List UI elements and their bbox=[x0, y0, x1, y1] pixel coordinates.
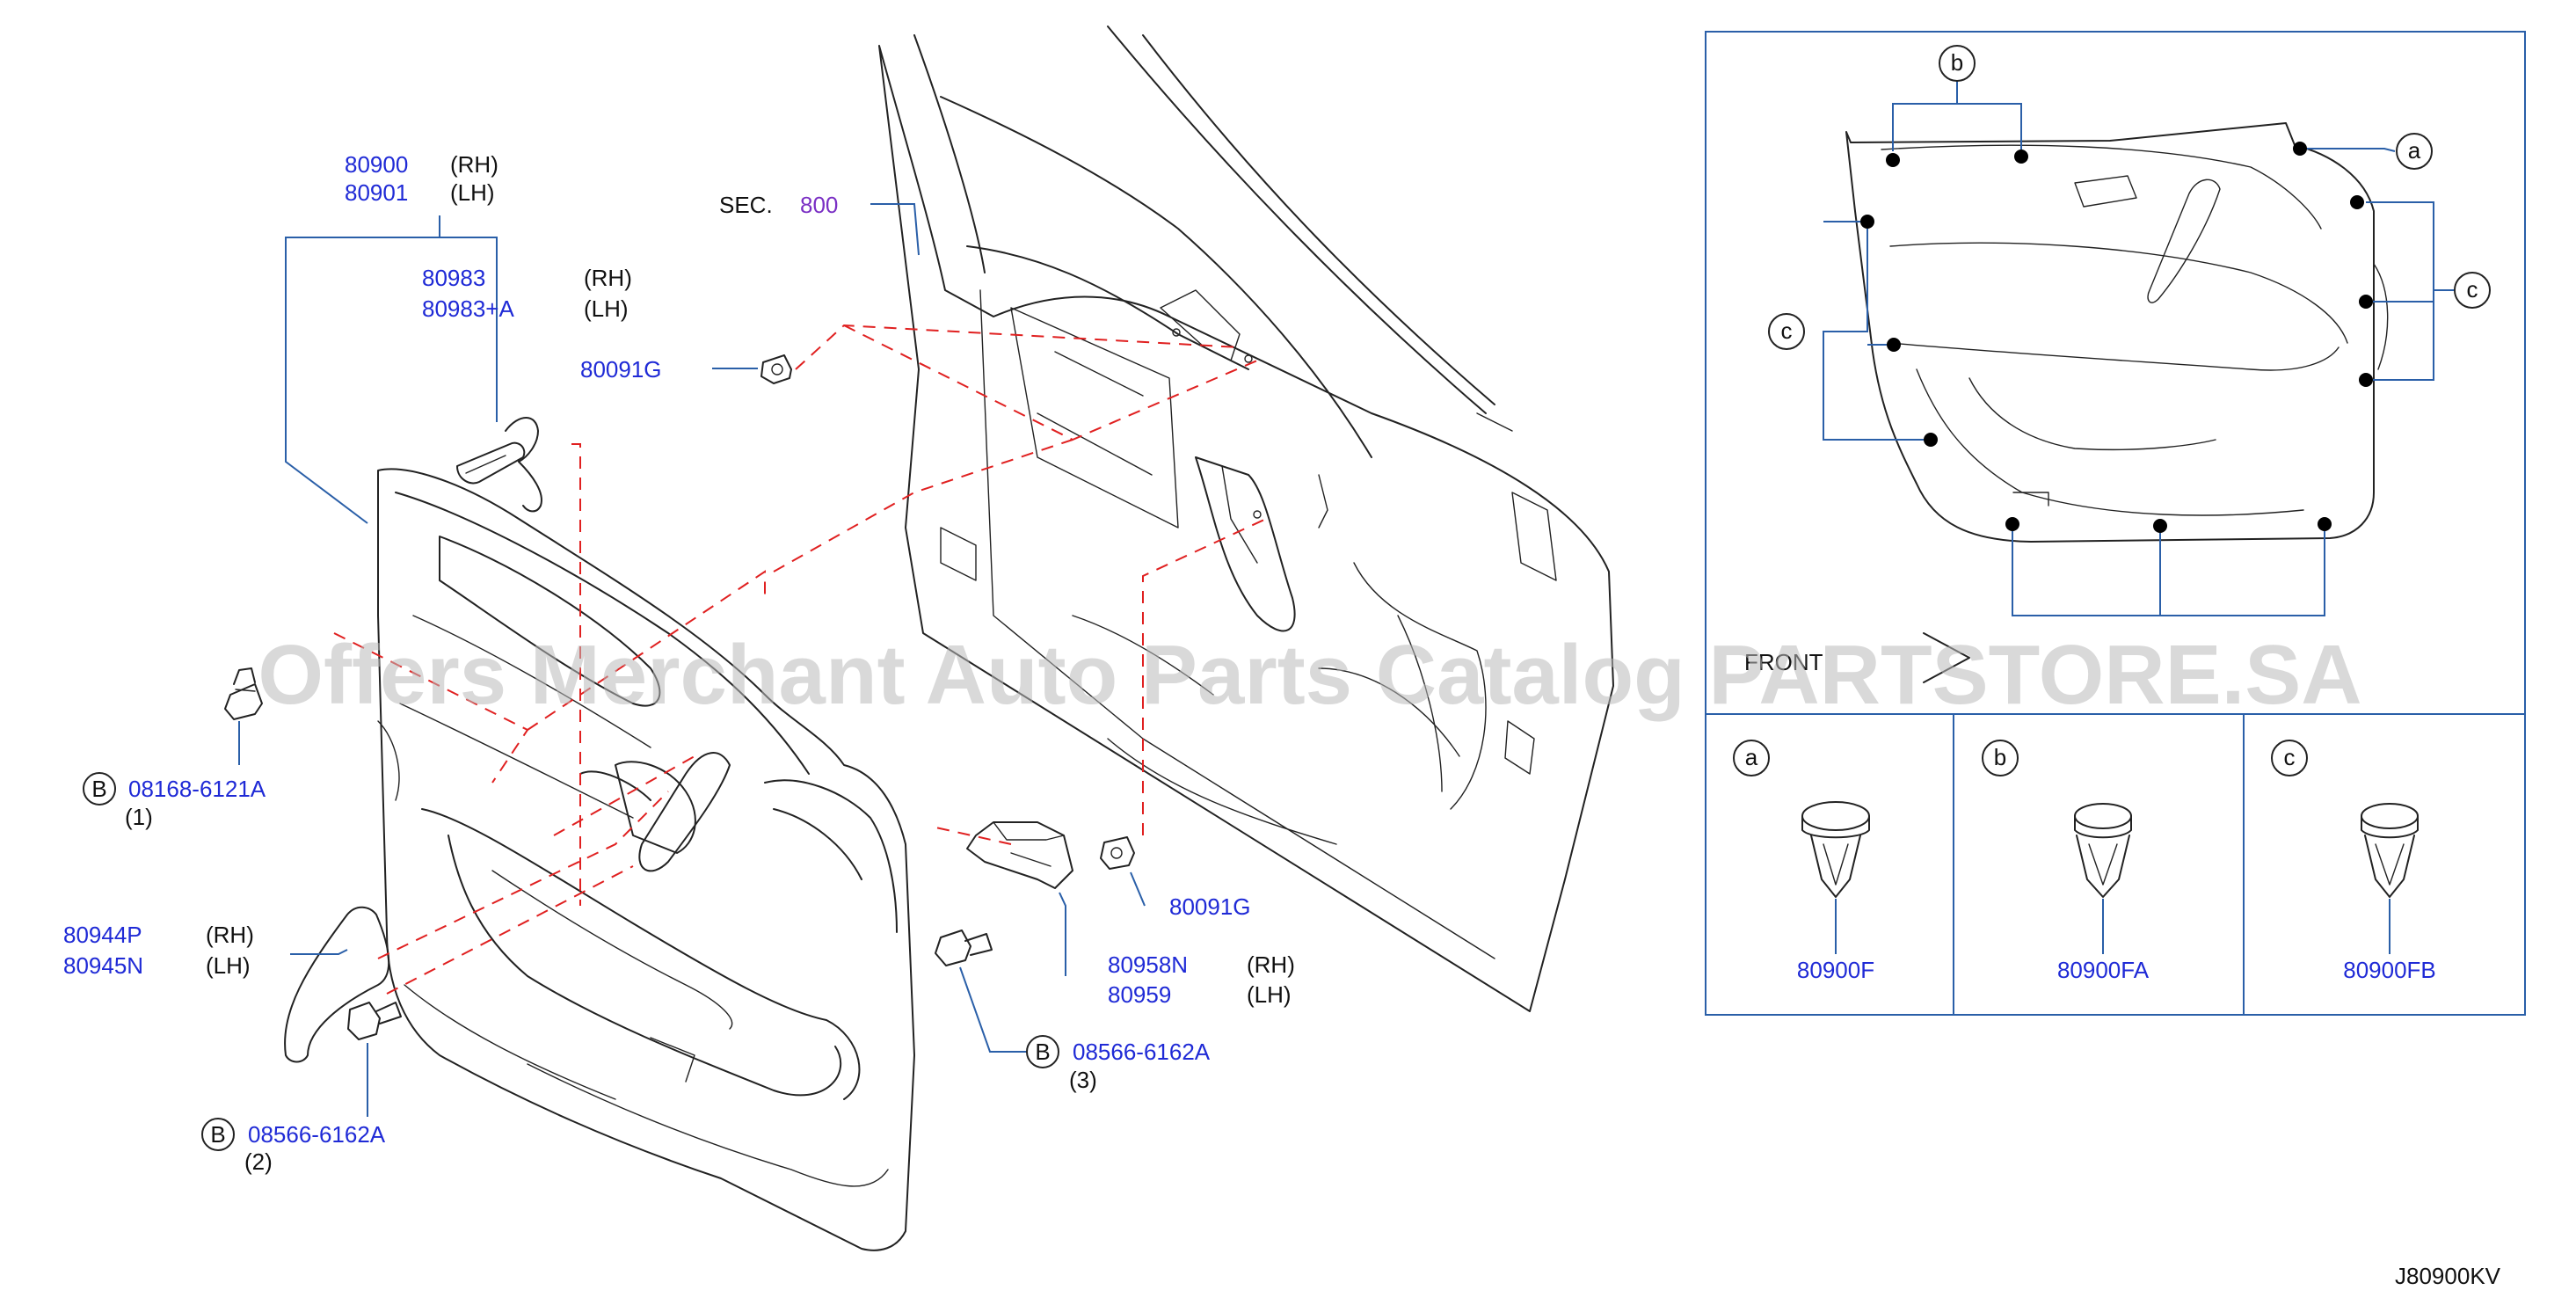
clip-cell-c: c 80900FB bbox=[2271, 740, 2436, 983]
door-handle-part bbox=[456, 417, 542, 513]
section-reference: SEC. 800 bbox=[719, 192, 838, 218]
clip-c-part-number: 80900FB bbox=[2343, 957, 2436, 983]
pull-grip-part bbox=[284, 906, 390, 1063]
trim-main-rh-tag: (RH) bbox=[450, 151, 498, 178]
assembly-alignment-lines bbox=[333, 324, 1267, 995]
callout-handle: 80983 80983+A (RH) (LH) bbox=[422, 265, 632, 322]
bolt-3-qty: (3) bbox=[1069, 1067, 1097, 1093]
inset-badge-b bbox=[1939, 45, 1976, 82]
watermark-text: Offers Merchant Auto Parts Catalog PARTS… bbox=[258, 628, 2361, 722]
pull-grip-rh-part: 80944P bbox=[63, 922, 142, 948]
bolt-1-badge-letter: B bbox=[91, 776, 106, 802]
section-prefix: SEC. bbox=[719, 192, 773, 218]
diagram-code: J80900KV bbox=[2395, 1263, 2501, 1289]
callout-bolt-2: B 08566-6162A (2) bbox=[201, 1118, 386, 1175]
inset-badge-c-right bbox=[2454, 272, 2491, 309]
clip-a-part-number: 80900F bbox=[1797, 957, 1874, 983]
bolt-1-part-number: 08168-6121A bbox=[128, 776, 266, 802]
bolt-2-part-number: 08566-6162A bbox=[248, 1121, 386, 1148]
bolt-3-part bbox=[935, 930, 993, 966]
inset-badge-a-letter: a bbox=[2408, 137, 2421, 164]
clip-c-icon bbox=[2361, 803, 2419, 898]
callout-trim-main: 80900 80901 (RH) (LH) bbox=[345, 151, 498, 206]
pull-grip-rh-tag: (RH) bbox=[206, 922, 254, 948]
handle-rh-part: 80983 bbox=[422, 265, 485, 291]
section-number: 800 bbox=[800, 192, 838, 218]
clip-cell-a: a 80900F bbox=[1733, 740, 1874, 983]
inset-trim-outline bbox=[1845, 122, 2389, 543]
pull-grip-lh-part: 80945N bbox=[63, 952, 143, 979]
bolt-3-badge-letter: B bbox=[1035, 1039, 1050, 1065]
clip-a-icon bbox=[1801, 801, 1870, 898]
clip-location-inset: b a c c FRONT a 80900F b bbox=[1705, 31, 2526, 1016]
clip-cell-b: b 80900FA bbox=[1982, 740, 2150, 983]
clip-a-badge-letter: a bbox=[1745, 744, 1758, 770]
bolt-3-part-number: 08566-6162A bbox=[1073, 1039, 1211, 1065]
clip-b-badge-letter: b bbox=[1994, 744, 2006, 770]
bolt-1-part bbox=[224, 667, 263, 720]
trim-main-lh-part: 80901 bbox=[345, 179, 408, 206]
bolt-2-part bbox=[347, 1002, 402, 1040]
handle-lh-tag: (LH) bbox=[584, 295, 629, 322]
bracket-part bbox=[966, 821, 1073, 889]
clip-top-part-number: 80091G bbox=[580, 356, 662, 383]
clip-c-badge-letter: c bbox=[2284, 744, 2296, 770]
clip-b-part-number: 80900FA bbox=[2057, 957, 2150, 983]
handle-rh-tag: (RH) bbox=[584, 265, 632, 291]
inset-badge-b-letter: b bbox=[1951, 49, 1963, 76]
inset-badge-c-left-letter: c bbox=[1781, 317, 1793, 344]
clip-b-badge bbox=[1982, 740, 2019, 776]
pull-grip-lh-tag: (LH) bbox=[206, 952, 251, 979]
inset-leader-lines bbox=[1823, 81, 2455, 616]
door-inner-panel-drawing bbox=[878, 26, 1614, 1012]
clip-top-part bbox=[760, 354, 792, 384]
front-label: FRONT bbox=[1744, 649, 1823, 675]
bracket-lh-part: 80959 bbox=[1108, 981, 1171, 1008]
callout-bolt-1: B 08168-6121A (1) bbox=[83, 772, 266, 830]
inset-badge-c-right-letter: c bbox=[2467, 276, 2478, 303]
trim-main-lh-tag: (LH) bbox=[450, 179, 495, 206]
bolt-2-badge bbox=[201, 1118, 235, 1151]
clip-mid-part-number: 80091G bbox=[1169, 893, 1251, 920]
clip-a-badge bbox=[1733, 740, 1770, 776]
door-trim-panel-drawing bbox=[377, 468, 915, 1251]
bracket-rh-tag: (RH) bbox=[1247, 951, 1295, 978]
callout-bracket: 80958N 80959 (RH) (LH) bbox=[1108, 951, 1295, 1008]
handle-lh-part: 80983+A bbox=[422, 295, 514, 322]
bolt-3-badge bbox=[1026, 1035, 1059, 1068]
bolt-1-qty: (1) bbox=[125, 804, 153, 830]
clip-mid-part bbox=[1100, 836, 1135, 870]
trim-main-rh-part: 80900 bbox=[345, 151, 408, 178]
inset-frame bbox=[1705, 31, 2526, 1016]
callout-pull-grip: 80944P 80945N (RH) (LH) bbox=[63, 922, 254, 979]
bolt-1-badge bbox=[83, 772, 116, 806]
bracket-lh-tag: (LH) bbox=[1247, 981, 1292, 1008]
clip-c-badge bbox=[2271, 740, 2308, 776]
inset-badge-c-left bbox=[1768, 313, 1805, 350]
clip-b-icon bbox=[2074, 803, 2132, 898]
callout-bolt-3: B 08566-6162A (3) bbox=[1026, 1035, 1211, 1093]
bracket-rh-part: 80958N bbox=[1108, 951, 1188, 978]
bolt-2-qty: (2) bbox=[244, 1148, 273, 1175]
inset-badge-a bbox=[2396, 133, 2433, 170]
inset-clip-dots bbox=[1860, 142, 2373, 533]
callout-leader-lines bbox=[238, 203, 1146, 1117]
front-arrow-icon bbox=[1923, 632, 1970, 683]
bolt-2-badge-letter: B bbox=[210, 1121, 225, 1148]
